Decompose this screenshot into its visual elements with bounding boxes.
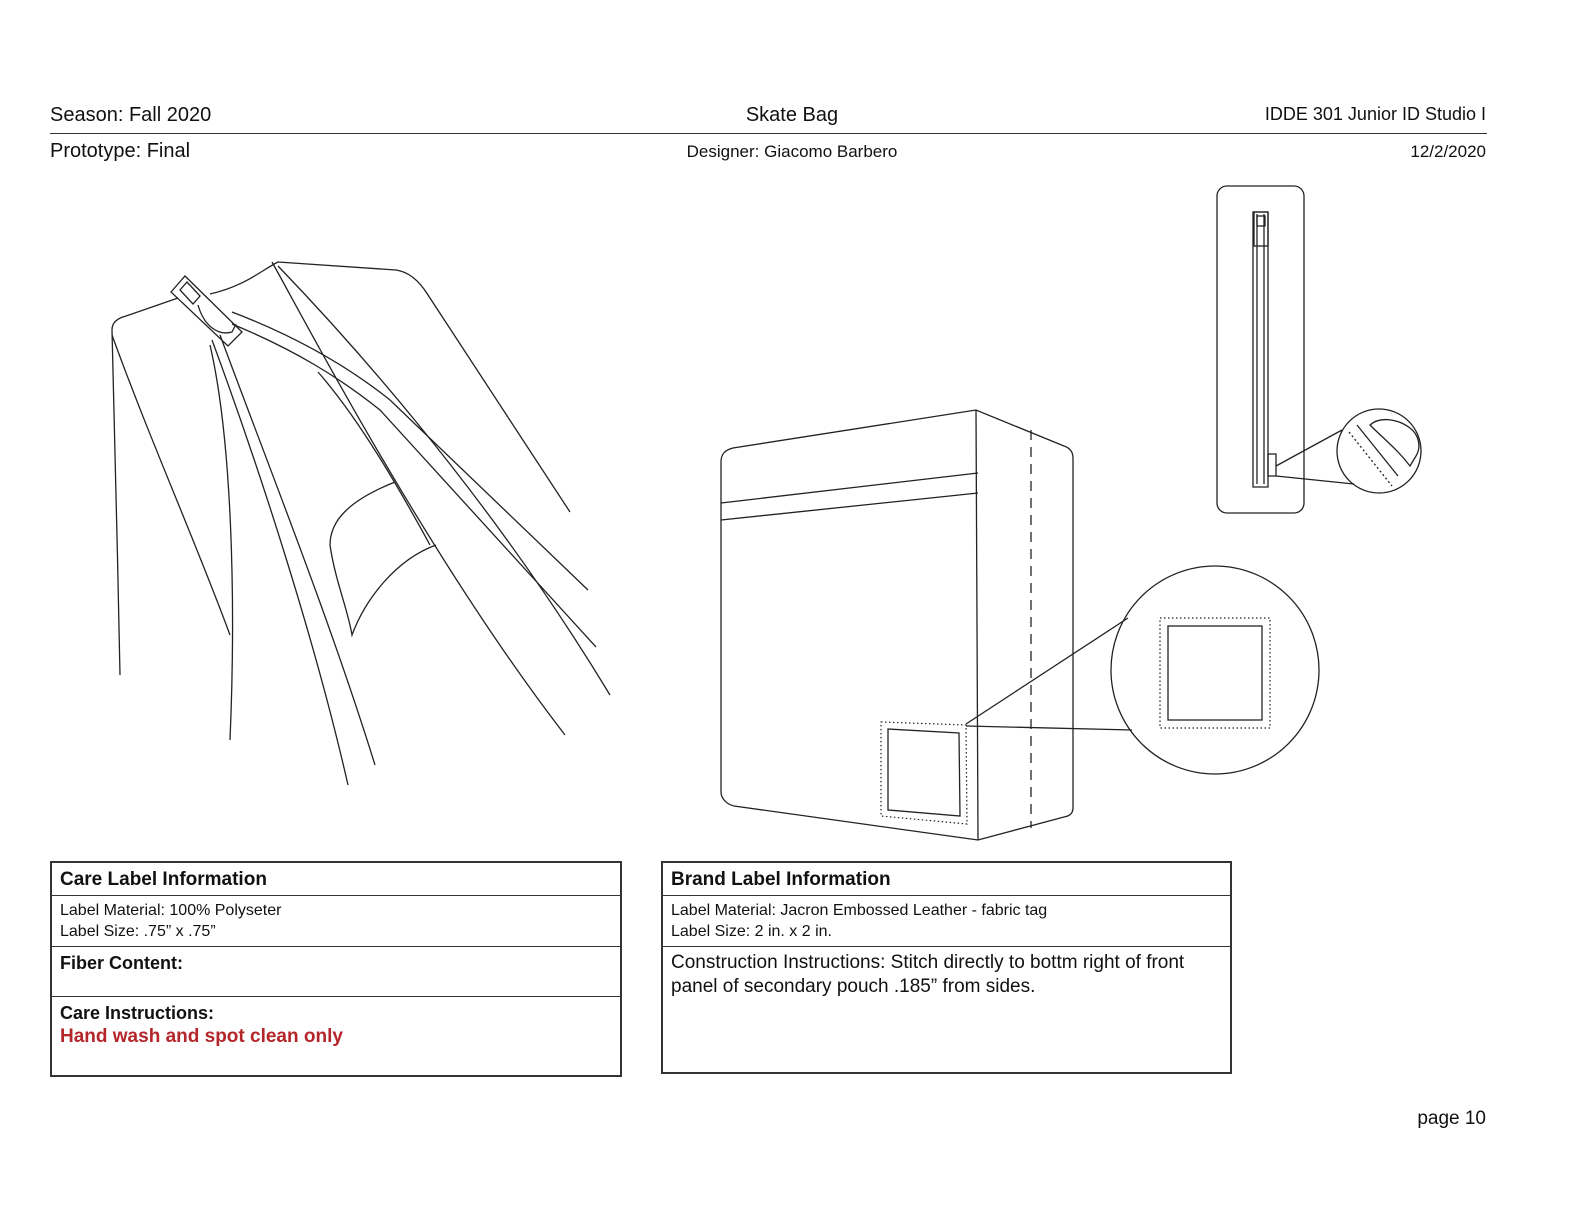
care-label-material: Label Material: 100% Polyseter [60, 902, 282, 919]
construction-instructions: Construction Instructions: Stitch direct… [663, 947, 1230, 1076]
care-instructions-heading: Care Instructions: [60, 1003, 215, 1023]
care-instructions-value: Hand wash and spot clean only [60, 1026, 343, 1047]
page-number: page 10 [1417, 1108, 1486, 1129]
brand-label-detail-callout [965, 565, 1320, 775]
fiber-content-label: Fiber Content: [52, 947, 620, 997]
brand-label-title: Brand Label Information [663, 863, 1230, 896]
zipper-side-view-sketch [1216, 185, 1305, 514]
designer-label: Designer: Giacomo Barbero [686, 142, 898, 161]
header-divider [50, 133, 1487, 134]
prototype-label: Prototype: Final [50, 140, 191, 162]
brand-label-size: Label Size: 2 in. x 2 in. [671, 923, 832, 940]
care-label-size: Label Size: .75” x .75” [60, 923, 216, 940]
date-label: 12/2/2020 [1410, 142, 1486, 161]
brand-label-specs: Label Material: Jacron Embossed Leather … [663, 896, 1230, 947]
course-label: IDDE 301 Junior ID Studio I [1264, 104, 1486, 124]
zipper-closeup-sketch [111, 261, 611, 786]
care-label-box: Care Label Information Label Material: 1… [50, 861, 622, 1077]
document-title: Skate Bag [745, 104, 839, 126]
construction-instructions-line-2: panel of secondary pouch .185” from side… [671, 976, 1036, 997]
brand-label-box: Brand Label Information Label Material: … [661, 861, 1232, 1074]
care-instructions-section: Care Instructions: Hand wash and spot cl… [52, 997, 620, 1075]
care-label-title: Care Label Information [52, 863, 620, 896]
season-label: Season: Fall 2020 [50, 104, 212, 126]
care-label-specs: Label Material: 100% Polyseter Label Siz… [52, 896, 620, 947]
care-label-detail-callout [1275, 408, 1422, 494]
brand-label-material: Label Material: Jacron Embossed Leather … [671, 902, 1048, 919]
construction-instructions-line-1: Construction Instructions: Stitch direct… [671, 952, 1185, 973]
bag-front-view-sketch [720, 409, 1074, 841]
